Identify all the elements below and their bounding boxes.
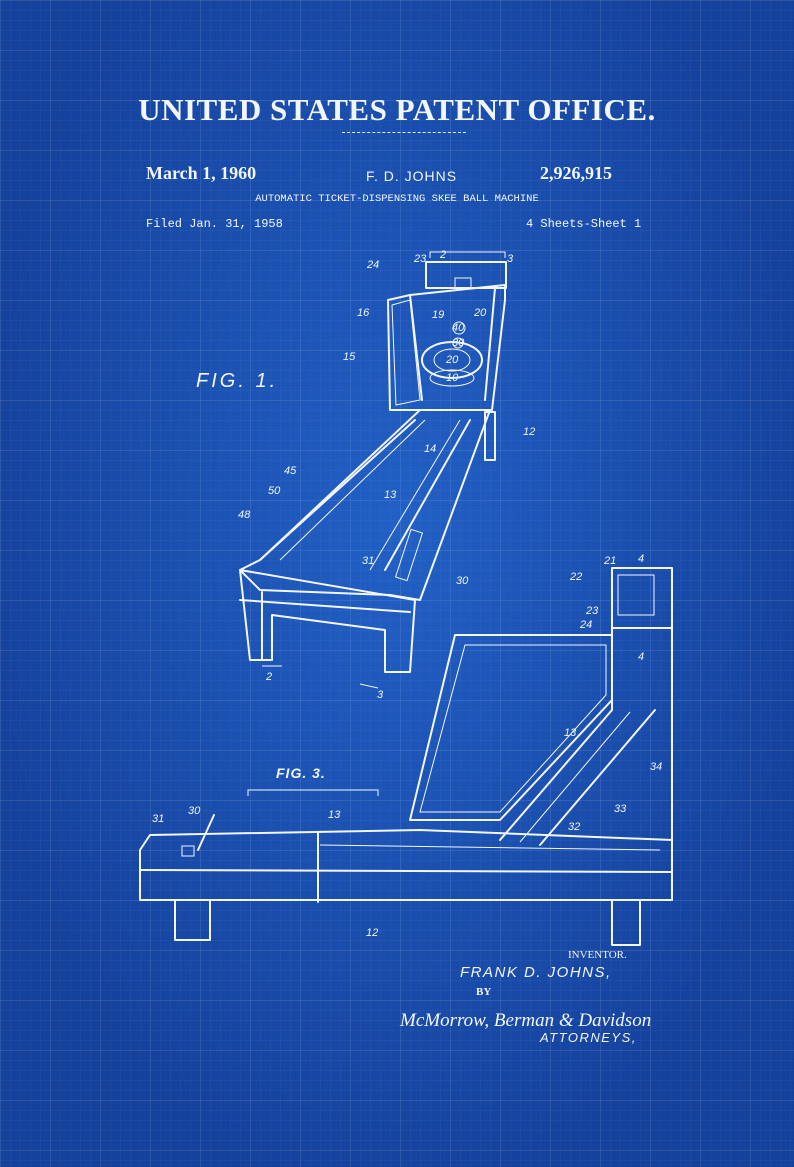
ref-num: 34 [650,761,662,773]
fig1-alley [239,409,491,601]
filed-date: Filed Jan. 31, 1958 [146,217,283,231]
ref-num: 3 [377,689,384,701]
ref-num: 32 [568,821,580,833]
fig3-reference-numerals: 21 4 22 23 24 4 13 34 33 31 30 13 32 12 [152,553,662,939]
ref-num: 30 [456,575,469,587]
fig3-drawing [139,567,673,946]
figure-1-label: FIG. 1. [196,370,279,392]
fig3-base [139,829,673,901]
ref-num: 13 [564,727,577,739]
fig3-front-foot [174,899,211,941]
patent-office-title: UNITED STATES PATENT OFFICE. [138,92,656,127]
fig1-target-ring [421,341,483,379]
inventor-label: INVENTOR. [568,949,627,961]
fig1-drawing [239,251,507,689]
ref-num: 13 [384,489,397,501]
target-score: 40 [452,322,465,334]
fig1-backboard [387,284,506,411]
fig1-side-net [391,299,421,406]
ref-num: 13 [328,809,341,821]
ref-num: 31 [152,813,164,825]
ref-num: 24 [579,619,592,631]
sheet-count: 4 Sheets-Sheet 1 [526,217,642,231]
by-label: BY [476,986,492,998]
ref-num: 24 [366,259,379,271]
ref-num: 22 [569,571,582,583]
ref-num: 33 [614,803,627,815]
ref-num: 12 [366,927,378,939]
fig1-ticket-box [425,261,507,289]
fig1-reference-numerals: 24 23 2 3 16 19 20 15 12 14 45 50 13 48 … [238,249,535,701]
ref-num: 23 [413,253,427,265]
ref-num: 21 [603,555,616,567]
patent-subject: AUTOMATIC TICKET-DISPENSING SKEE BALL MA… [255,193,539,205]
ref-num: 4 [638,553,644,565]
ref-num: 15 [343,351,356,363]
ref-num: 31 [362,555,374,567]
target-scores: 40 30 20 10 [445,322,465,384]
fig1-rear-leg [484,411,496,461]
ref-num: 3 [507,253,514,265]
ref-num: 30 [188,805,201,817]
ref-num: 19 [432,309,444,321]
fig3-lever [197,814,215,851]
attorneys-label: ATTORNEYS, [540,1030,637,1045]
ref-num: 50 [268,485,281,497]
ref-num: 16 [357,307,370,319]
target-score: 30 [452,337,465,349]
fig3-rear-foot [611,899,641,946]
fig3-net [419,644,607,813]
ref-num: 4 [638,651,644,663]
attorneys-signature: McMorrow, Berman & Davidson [400,1010,652,1031]
ref-num: 12 [523,426,535,438]
ref-num: 23 [585,605,599,617]
title-divider [342,132,466,133]
target-score: 10 [446,372,459,384]
fig3-ticket-housing [611,567,673,629]
ref-num: 2 [265,671,272,683]
target-score: 20 [445,354,459,366]
fig3-net-frame [409,634,613,821]
patent-number: 2,926,915 [540,163,612,183]
ref-num: 48 [238,509,251,521]
figure-3-label: FIG. 3. [276,765,326,781]
fig1-ball-return [394,528,424,582]
patent-date: March 1, 1960 [146,163,257,183]
ref-num: 45 [284,465,297,477]
ref-num: 14 [424,443,436,455]
ref-num: 2 [439,249,446,261]
inventor-header: F. D. JOHNS [366,168,458,184]
inventor-name: FRANK D. JOHNS, [460,964,612,981]
ref-num: 20 [473,307,487,319]
fig1-front-legs [239,569,416,673]
